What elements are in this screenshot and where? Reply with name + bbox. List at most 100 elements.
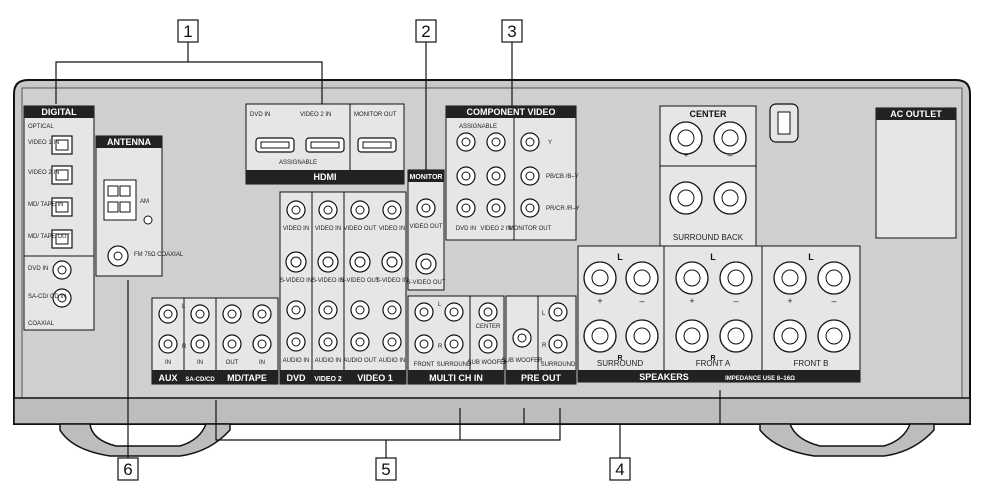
svg-text:SA-CD/CD: SA-CD/CD: [185, 377, 215, 383]
av-video-jacks[interactable]: [286, 200, 402, 220]
svg-text:AC OUTLET: AC OUTLET: [890, 109, 942, 119]
monitor-video-out-jack[interactable]: [416, 198, 436, 218]
hdmi-port-monitor-out[interactable]: [357, 137, 397, 153]
optical-jack-mdtape-out[interactable]: [51, 229, 73, 249]
svg-text:VIDEO OUT: VIDEO OUT: [409, 224, 442, 230]
hdmi-port-dvd-in[interactable]: [255, 137, 295, 153]
svg-text:MONITOR OUT: MONITOR OUT: [509, 226, 552, 232]
svg-text:5: 5: [381, 460, 390, 479]
svg-text:SUB WOOFER: SUB WOOFER: [501, 358, 543, 364]
am-antenna-terminal[interactable]: [103, 179, 137, 221]
svg-text:S-VIDEO IN: S-VIDEO IN: [280, 278, 312, 284]
svg-text:VIDEO 1 IN: VIDEO 1 IN: [28, 140, 59, 146]
callout-3: 3: [501, 19, 523, 43]
svg-text:MULTI CH IN: MULTI CH IN: [429, 373, 483, 383]
svg-text:2: 2: [421, 22, 430, 41]
svg-text:FRONT: FRONT: [414, 362, 435, 368]
svg-text:1: 1: [183, 22, 192, 41]
svg-text:ASSIGNABLE: ASSIGNABLE: [279, 160, 317, 166]
svg-text:+: +: [597, 296, 602, 306]
svg-text:SPEAKERS: SPEAKERS: [639, 372, 689, 382]
ground-screw-icon: [143, 215, 153, 225]
svg-text:FRONT A: FRONT A: [696, 359, 731, 368]
svg-text:–: –: [831, 296, 836, 306]
av-audio-jacks[interactable]: [286, 300, 402, 352]
svg-text:VIDEO IN: VIDEO IN: [315, 226, 341, 232]
svg-text:SURROUND: SURROUND: [437, 362, 472, 368]
audio-block: AUX SA-CD/CD MD/TAPE L R IN IN OUT IN: [151, 297, 279, 385]
svg-text:HDMI: HDMI: [314, 172, 337, 182]
component-jacks[interactable]: [456, 132, 540, 218]
speaker-terminals[interactable]: [583, 121, 851, 353]
svg-text:MONITOR OUT: MONITOR OUT: [354, 112, 397, 118]
svg-text:S-VIDEO OUT: S-VIDEO OUT: [406, 280, 445, 286]
svg-text:L: L: [617, 252, 623, 262]
coax-jack-sacd[interactable]: [52, 288, 72, 308]
callout-1: 1: [177, 19, 199, 43]
svg-text:VIDEO IN: VIDEO IN: [379, 226, 405, 232]
svg-text:VIDEO 2 IN: VIDEO 2 IN: [480, 226, 511, 232]
monitor-block: MONITOR VIDEO OUT S-VIDEO OUT: [406, 169, 446, 291]
svg-text:R: R: [710, 355, 715, 362]
coax-jack-dvd[interactable]: [52, 260, 72, 280]
svg-text:SURROUND: SURROUND: [597, 359, 643, 368]
svg-text:R: R: [182, 344, 187, 350]
svg-text:MD/ TAPE IN: MD/ TAPE IN: [28, 202, 63, 208]
multi-ch-jacks[interactable]: [414, 302, 498, 354]
svg-text:ANTENNA: ANTENNA: [107, 137, 151, 147]
fm-antenna-jack[interactable]: [107, 245, 129, 267]
callout-4: 4: [609, 457, 631, 481]
audio-rca-jacks[interactable]: [158, 304, 272, 354]
svg-text:IN: IN: [197, 360, 203, 366]
svg-text:FM 75Ω COAXIAL: FM 75Ω COAXIAL: [134, 252, 184, 258]
svg-text:PB/CB /B–Y: PB/CB /B–Y: [546, 174, 579, 180]
svg-text:S-VIDEO IN: S-VIDEO IN: [376, 278, 408, 284]
svg-text:Y: Y: [548, 140, 552, 146]
av-svideo-jacks[interactable]: [285, 251, 403, 273]
svg-text:VIDEO 1: VIDEO 1: [357, 373, 393, 383]
svg-text:COAXIAL: COAXIAL: [28, 321, 55, 327]
svg-text:L: L: [438, 302, 442, 308]
svg-text:VIDEO OUT: VIDEO OUT: [343, 226, 376, 232]
pre-out-jacks[interactable]: [512, 302, 568, 354]
svg-text:SURROUND BACK: SURROUND BACK: [673, 233, 744, 242]
svg-text:–: –: [733, 296, 738, 306]
svg-text:AM: AM: [140, 199, 149, 205]
antenna-block: ANTENNA AM FM 75Ω COAXIAL: [95, 135, 184, 277]
multi-ch-in-block: MULTI CH IN L R FRONT SURROUND CENTER SU…: [407, 295, 509, 385]
speakers-block: CENTER SURROUND BACK SPEAKERS IMPEDANCE …: [577, 105, 861, 383]
svg-text:AUDIO IN: AUDIO IN: [315, 358, 342, 364]
svg-text:PR/CR /R–Y: PR/CR /R–Y: [546, 206, 580, 212]
optical-jack-video2[interactable]: [51, 165, 73, 185]
monitor-svideo-out-jack[interactable]: [415, 253, 437, 275]
right-foot: [759, 423, 935, 457]
svg-text:VIDEO IN: VIDEO IN: [283, 226, 309, 232]
svg-text:+: +: [683, 150, 688, 160]
svg-text:DIGITAL: DIGITAL: [41, 107, 77, 117]
component-video-block: COMPONENT VIDEO ASSIGNABLE Y PB/CB /B–Y …: [445, 105, 580, 241]
svg-text:OPTICAL: OPTICAL: [28, 124, 54, 130]
ac-outlet-block: AC OUTLET: [875, 107, 957, 239]
svg-text:L: L: [542, 311, 546, 317]
callout-5: 5: [375, 457, 397, 481]
svg-text:IMPEDANCE USE 8–16Ω: IMPEDANCE USE 8–16Ω: [725, 376, 795, 382]
svg-text:DVD IN: DVD IN: [456, 226, 476, 232]
svg-text:CENTER: CENTER: [476, 324, 501, 330]
optical-jack-mdtape-in[interactable]: [51, 197, 73, 217]
av-block: DVD VIDEO 2 VIDEO 1 VIDEO IN VIDEO IN VI…: [279, 191, 408, 385]
left-foot: [59, 423, 231, 457]
callout-6: 6: [117, 457, 139, 481]
svg-text:MD/ TAPE OUT: MD/ TAPE OUT: [28, 234, 70, 240]
svg-text:L: L: [710, 252, 716, 262]
svg-text:DVD IN: DVD IN: [250, 112, 270, 118]
callout-2: 2: [415, 19, 437, 43]
svg-text:R: R: [617, 355, 622, 362]
optical-jack-video1[interactable]: [51, 135, 73, 155]
svg-text:PRE OUT: PRE OUT: [521, 373, 562, 383]
svg-text:AUDIO OUT: AUDIO OUT: [343, 358, 377, 364]
svg-text:SUB WOOFER: SUB WOOFER: [467, 360, 509, 366]
chassis-bottom-strip: [13, 397, 971, 425]
hdmi-port-video2-in[interactable]: [305, 137, 345, 153]
